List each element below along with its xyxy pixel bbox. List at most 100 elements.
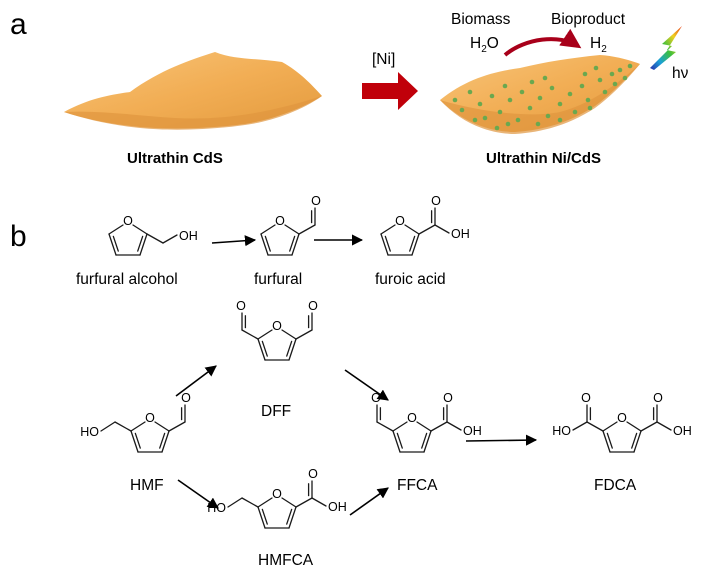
- ni-dot: [597, 77, 603, 83]
- ni-dot: [535, 121, 541, 127]
- hydrogen-label: H2: [590, 35, 607, 55]
- aldehyde-oxygen-label: O: [308, 299, 318, 313]
- hydroxyl-label: HO: [552, 424, 571, 438]
- label-furoic-acid: furoic acid: [375, 271, 446, 288]
- ni-dot: [622, 75, 628, 81]
- panel-letter-a: a: [10, 8, 27, 41]
- water-label: H2O: [470, 35, 499, 55]
- ring-oxygen-label: O: [617, 411, 627, 425]
- ni-dot: [505, 121, 511, 127]
- hydroxyl-label: HO: [80, 425, 99, 439]
- aldehyde-oxygen-label: O: [236, 299, 246, 313]
- ni-dot: [477, 101, 483, 107]
- hmf-structure: O HO O: [80, 391, 191, 453]
- ni-dot: [537, 95, 543, 101]
- ni-dot: [459, 107, 465, 113]
- ni-dot: [582, 71, 588, 77]
- fdca-structure: O O HO O OH: [552, 391, 692, 453]
- ni-dot: [579, 83, 585, 89]
- cds-nanosheet: [64, 52, 322, 130]
- label-furfural: furfural: [254, 271, 302, 288]
- ni-dot: [572, 109, 578, 115]
- ni-dot: [527, 105, 533, 111]
- label-fdca: FDCA: [594, 477, 637, 494]
- ring-oxygen-label: O: [407, 411, 417, 425]
- arrow-fa-to-furfural: [211, 235, 257, 247]
- ni-nanoparticles: [452, 63, 633, 131]
- ring-oxygen-label: O: [275, 214, 285, 228]
- panel-letter-b: b: [10, 220, 27, 253]
- ring-oxygen-label: O: [272, 319, 282, 333]
- ni-dot: [617, 67, 623, 73]
- ring-oxygen-label: O: [395, 214, 405, 228]
- arrow-hmfca-to-ffca: [349, 487, 389, 516]
- ni-dot: [557, 117, 563, 123]
- photocatalysis-curve-arrow: [503, 28, 582, 57]
- ni-dot: [519, 89, 525, 95]
- furfural-structure: OO: [260, 194, 321, 256]
- ring-oxygen-label: O: [145, 411, 155, 425]
- light-label: hν: [672, 65, 689, 82]
- hydroxyl-label: OH: [328, 500, 347, 514]
- ni-dot: [489, 93, 495, 99]
- ni-dot: [452, 97, 458, 103]
- biomass-label: Biomass: [451, 11, 511, 28]
- ni-dot: [467, 89, 473, 95]
- carbonyl-oxygen-label: O: [308, 467, 318, 481]
- label-hmfca: HMFCA: [258, 552, 314, 569]
- ni-dot: [587, 105, 593, 111]
- ni-dot: [472, 117, 478, 123]
- carbonyl-oxygen-label: O: [443, 391, 453, 405]
- arrow-hmf-to-hmfca: [177, 479, 219, 509]
- carbonyl-oxygen-label: O: [431, 194, 441, 208]
- aldehyde-oxygen-label: O: [311, 194, 321, 208]
- arrow-ffca-to-fdca: [465, 434, 538, 446]
- ni-dot: [593, 65, 599, 71]
- ni-dot: [497, 109, 503, 115]
- ni-cds-nanosheet: [440, 55, 640, 134]
- furfural-alcohol-structure: OOH: [108, 214, 198, 256]
- ni-dot: [507, 97, 513, 103]
- ni-dot: [585, 97, 591, 103]
- dff-structure: O O O: [236, 299, 318, 361]
- ni-dot: [515, 117, 521, 123]
- hydroxyl-label: OH: [463, 424, 482, 438]
- arrow-dff-to-ffca: [344, 369, 389, 401]
- ni-dot: [529, 79, 535, 85]
- ni-dot: [567, 91, 573, 97]
- label-hmf: HMF: [130, 477, 164, 494]
- caption-ultrathin-cds: Ultrathin CdS: [127, 150, 223, 167]
- ni-dot: [602, 89, 608, 95]
- light-bolt-icon: [650, 26, 682, 70]
- caption-ultrathin-ni-cds: Ultrathin Ni/CdS: [486, 150, 601, 167]
- aldehyde-oxygen-label: O: [371, 391, 381, 405]
- carbonyl-oxygen-label: O: [653, 391, 663, 405]
- ni-dot: [502, 83, 508, 89]
- ffca-structure: O O O OH: [371, 391, 482, 453]
- carbonyl-oxygen-label: O: [581, 391, 591, 405]
- ni-dot: [557, 101, 563, 107]
- label-furfural-alcohol: furfural alcohol: [76, 271, 178, 288]
- ring-oxygen-label: O: [272, 487, 282, 501]
- hydroxyl-label: OH: [451, 227, 470, 241]
- ni-dot: [545, 113, 551, 119]
- furoic-acid-structure: O O OH: [380, 194, 470, 256]
- label-ffca: FFCA: [397, 477, 438, 494]
- ni-dot: [494, 125, 500, 131]
- ni-reagent-label: [Ni]: [372, 51, 395, 68]
- ni-dot: [542, 75, 548, 81]
- hydroxyl-label: OH: [673, 424, 692, 438]
- label-dff: DFF: [261, 403, 291, 420]
- hydroxyl-label: OH: [179, 229, 198, 243]
- arrow-hmf-to-dff: [175, 365, 217, 397]
- bioproduct-label: Bioproduct: [551, 11, 626, 28]
- ni-dot: [482, 115, 488, 121]
- aldehyde-oxygen-label: O: [181, 391, 191, 405]
- ni-loading-arrow: [362, 72, 418, 110]
- ni-dot: [549, 85, 555, 91]
- ni-dot: [627, 63, 633, 69]
- ni-dot: [609, 71, 615, 77]
- ni-dot: [612, 81, 618, 87]
